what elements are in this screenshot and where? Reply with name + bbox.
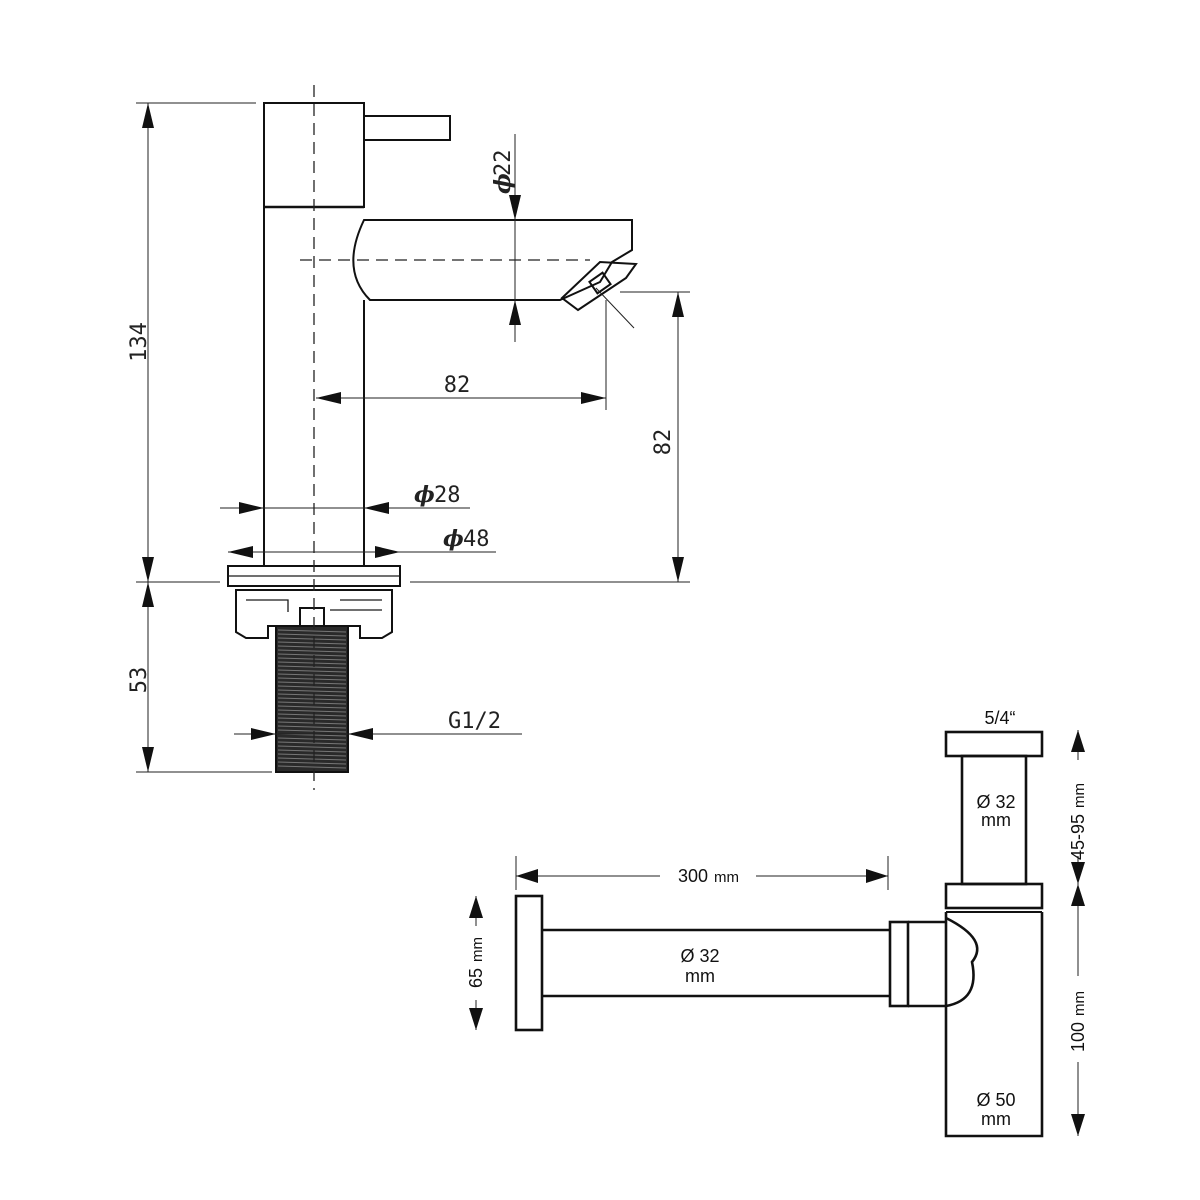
dim-spout-height-82: 82: [651, 429, 676, 456]
siphon-elbow: [945, 916, 979, 1008]
thread-line: [277, 725, 347, 729]
dim-body-diameter-28: 28: [434, 483, 461, 508]
siphon-arm-diameter: Ø 32: [680, 946, 719, 966]
thread-line: [277, 701, 347, 705]
thread-line: [277, 761, 347, 765]
siphon-drawing: 5/4“ Ø 32 mm 45-95 mm 100 mm 300 mm: [462, 708, 1092, 1138]
thread-line: [277, 749, 347, 753]
dim-spout-diameter-22: 22: [491, 150, 516, 177]
dim-base-diameter-symbol: ϕ: [443, 526, 464, 552]
thread-line: [277, 673, 347, 677]
thread-line: [277, 729, 347, 733]
siphon-arm-diameter-unit: mm: [685, 966, 715, 986]
thread-line: [277, 637, 347, 641]
dim-adjust-range-unit: mm: [1071, 783, 1088, 808]
faucet-lever: [363, 115, 451, 141]
thread-line: [277, 753, 347, 757]
thread-line: [277, 741, 347, 745]
faucet-aerator: [560, 260, 638, 312]
thread-line: [277, 633, 347, 637]
siphon-connector-size: 5/4“: [984, 708, 1015, 728]
thread-line: [277, 645, 347, 649]
dim-wall-flange: 65: [466, 968, 486, 988]
thread-line: [277, 745, 347, 749]
thread-line: [277, 661, 347, 665]
dim-arm-length-unit: mm: [714, 869, 739, 886]
thread-line: [277, 757, 347, 761]
siphon-body-diameter-unit: mm: [981, 1109, 1011, 1129]
siphon-collar: [944, 882, 1044, 910]
thread-line: [277, 653, 347, 657]
thread-line: [277, 721, 347, 725]
thread-line: [277, 629, 347, 633]
thread-line: [277, 693, 347, 697]
dim-body-height-unit: mm: [1071, 991, 1088, 1016]
faucet-mount-nut: [235, 589, 393, 639]
siphon-body: [944, 912, 1044, 1138]
dim-thread-g1-2: G1/2: [448, 709, 501, 734]
thread-line: [277, 697, 347, 701]
dim-spout-diameter-symbol: ϕ: [490, 173, 516, 194]
dim-arm-length: 300: [678, 866, 708, 886]
thread-line: [277, 649, 347, 653]
thread-line: [277, 705, 347, 709]
dim-height-134: 134: [127, 322, 152, 362]
thread-line: [277, 737, 347, 741]
thread-line: [277, 677, 347, 681]
thread-line: [277, 717, 347, 721]
faucet-thread-shank: [275, 625, 349, 773]
dim-spout-reach-82: 82: [444, 373, 471, 398]
thread-line: [277, 665, 347, 669]
thread-line: [277, 681, 347, 685]
thread-line: [277, 713, 347, 717]
thread-line: [277, 657, 347, 661]
siphon-wall-flange: [514, 894, 544, 1032]
thread-line: [277, 709, 347, 713]
dim-wall-flange-unit: mm: [469, 937, 486, 962]
siphon-arm-coupling: [888, 920, 910, 1008]
siphon-upper-tube-unit: mm: [981, 810, 1011, 830]
thread-line: [277, 685, 347, 689]
dim-adjust-range: 45-95: [1068, 814, 1088, 860]
faucet-drawing: 134 53 82 82 ϕ 22 ϕ 28: [127, 85, 690, 790]
thread-line: [277, 641, 347, 645]
dim-base-diameter-48: 48: [463, 527, 490, 552]
siphon-top-connector: [944, 730, 1044, 758]
dim-body-height: 100: [1068, 1022, 1088, 1052]
thread-line: [277, 689, 347, 693]
thread-line: [277, 765, 347, 769]
dim-body-diameter-symbol: ϕ: [414, 482, 435, 508]
siphon-upper-tube-diameter: Ø 32: [976, 792, 1015, 812]
dim-height-53: 53: [127, 667, 152, 694]
thread-line: [277, 669, 347, 673]
siphon-body-diameter: Ø 50: [976, 1090, 1015, 1110]
